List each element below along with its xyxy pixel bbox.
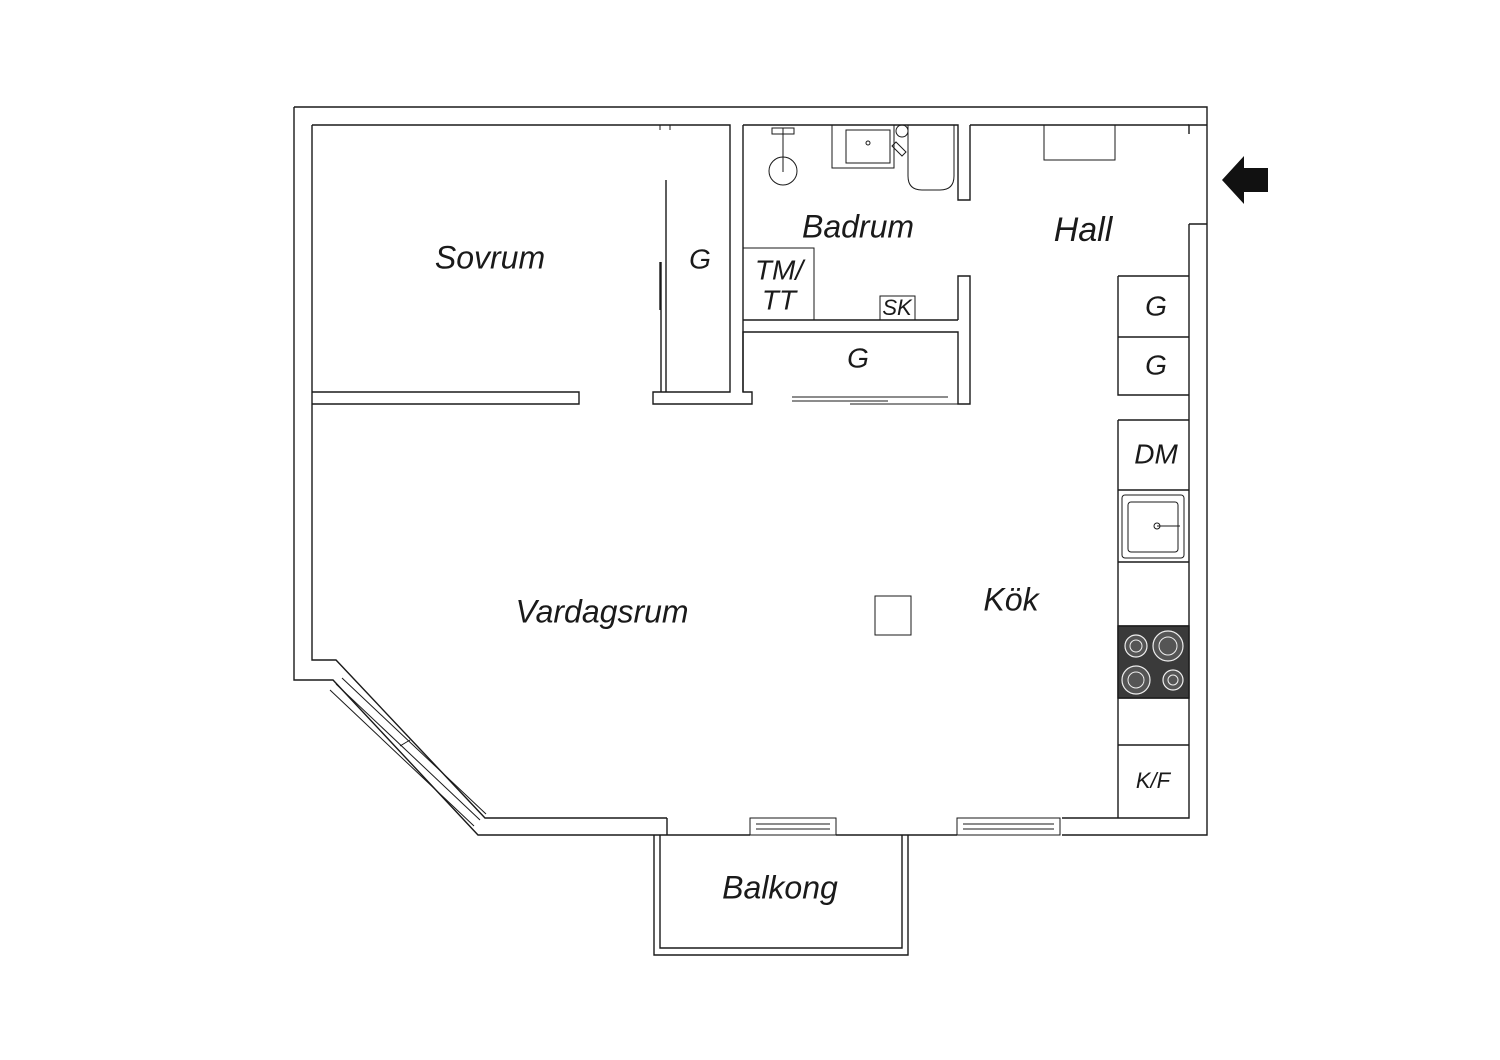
label-garderob-sovrum: G (689, 243, 711, 274)
cabinet-sk (879, 295, 916, 321)
hall-wall-inner (1188, 124, 1207, 225)
diagonal-window (329, 677, 487, 827)
label-dm: DM (1134, 438, 1178, 469)
label-garderob-hall-2: G (1145, 349, 1167, 380)
outer-wall-inner (311, 125, 667, 819)
room-label-vardagsrum: Vardagsrum (515, 593, 688, 629)
sink (831, 124, 895, 169)
room-label-kok: Kök (983, 581, 1040, 617)
balcony (653, 835, 909, 956)
entrance-arrow-icon (1222, 156, 1268, 204)
column (874, 595, 912, 636)
bottom-window-right (956, 817, 1061, 836)
toilet (768, 127, 798, 186)
label-sk: SK (882, 295, 913, 320)
hall-closet (1043, 124, 1116, 161)
sovrum-wall (312, 124, 753, 405)
stove (1117, 625, 1190, 699)
sovrum-bottom-wall (312, 391, 580, 405)
kitchen-wall-inner (1062, 224, 1190, 819)
label-garderob-closet: G (847, 342, 869, 373)
room-label-badrum: Badrum (802, 208, 914, 244)
label-kf: K/F (1136, 768, 1172, 793)
wardrobe-divider (659, 180, 667, 392)
label-garderob-hall-1: G (1145, 290, 1167, 321)
shower (891, 124, 955, 191)
room-label-sovrum: Sovrum (435, 239, 545, 275)
outer-wall (293, 106, 1208, 836)
label-tm-tt-line2: TT (762, 284, 798, 315)
closet-front (792, 396, 958, 405)
room-label-hall: Hall (1054, 211, 1114, 249)
room-label-balkong: Balkong (722, 869, 838, 905)
label-tm-tt-line1: TM/ (755, 254, 806, 285)
kitchen-sink (1121, 494, 1185, 559)
bottom-window-left (749, 817, 837, 836)
